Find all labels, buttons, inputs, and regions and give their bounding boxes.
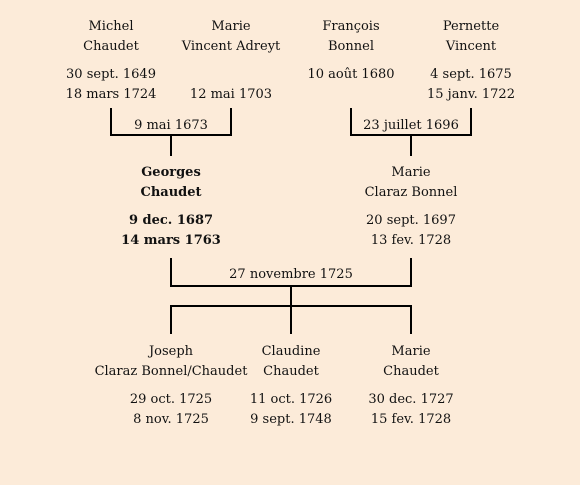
last-name: Chaudet xyxy=(140,185,202,200)
connector-gp-right xyxy=(350,108,472,156)
death-date: 8 nov. 1725 xyxy=(133,412,209,427)
birth-date: 29 oct. 1725 xyxy=(129,392,213,407)
last-name: Vincent xyxy=(445,39,497,54)
first-name: Pernette xyxy=(442,19,500,34)
first-name: Marie xyxy=(391,344,431,359)
connector-parents xyxy=(170,258,412,306)
person-marie-claraz-bonnel: Marie Claraz Bonnel 20 sept. 1697 13 fev… xyxy=(341,163,481,251)
last-name: Chaudet xyxy=(83,39,139,54)
birth-date: 10 août 1680 xyxy=(307,67,395,82)
person-claudine-chaudet: Claudine Chaudet 11 oct. 1726 9 sept. 17… xyxy=(231,342,351,430)
death-date xyxy=(291,85,411,105)
connector-gp-left xyxy=(110,108,232,156)
death-date: 15 fev. 1728 xyxy=(370,412,452,427)
death-date: 14 mars 1763 xyxy=(121,233,221,248)
connector-children xyxy=(170,305,412,334)
birth-date: 20 sept. 1697 xyxy=(366,213,456,228)
birth-date xyxy=(166,65,296,85)
last-name: Chaudet xyxy=(383,364,439,379)
birth-date: 11 oct. 1726 xyxy=(249,392,333,407)
first-name: Georges xyxy=(141,165,201,180)
marriage-date-bonnel: 23 juillet 1696 xyxy=(363,118,459,133)
last-name: Bonnel xyxy=(328,39,374,54)
person-marie-vincent-adreyt: Marie Vincent Adreyt 12 mai 1703 xyxy=(166,17,296,105)
first-name: Michel xyxy=(88,19,134,34)
death-date: 9 sept. 1748 xyxy=(250,412,332,427)
birth-date: 4 sept. 1675 xyxy=(430,67,512,82)
birth-date: 9 dec. 1687 xyxy=(128,213,214,228)
marriage-date-parents: 27 novembre 1725 xyxy=(229,267,353,282)
birth-date: 30 sept. 1649 xyxy=(66,67,156,82)
first-name: Claudine xyxy=(261,344,321,359)
birth-date: 30 dec. 1727 xyxy=(368,392,454,407)
last-name: Chaudet xyxy=(263,364,319,379)
person-pernette-vincent: Pernette Vincent 4 sept. 1675 15 janv. 1… xyxy=(411,17,531,105)
death-date: 18 mars 1724 xyxy=(65,87,157,102)
death-date: 13 fev. 1728 xyxy=(370,233,452,248)
first-name: Marie xyxy=(211,19,251,34)
person-francois-bonnel: François Bonnel 10 août 1680 xyxy=(291,17,411,105)
person-georges-chaudet: Georges Chaudet 9 dec. 1687 14 mars 1763 xyxy=(101,163,241,251)
first-name: Marie xyxy=(391,165,431,180)
person-marie-chaudet: Marie Chaudet 30 dec. 1727 15 fev. 1728 xyxy=(351,342,471,430)
first-name: Joseph xyxy=(148,344,194,359)
person-joseph: Joseph Claraz Bonnel/Chaudet 29 oct. 172… xyxy=(91,342,251,430)
last-name: Claraz Bonnel xyxy=(364,185,458,200)
death-date: 12 mai 1703 xyxy=(189,87,273,102)
last-name: Claraz Bonnel/Chaudet xyxy=(94,364,248,379)
person-michel-chaudet: Michel Chaudet 30 sept. 1649 18 mars 172… xyxy=(51,17,171,105)
death-date: 15 janv. 1722 xyxy=(427,87,515,102)
first-name: François xyxy=(322,19,380,34)
last-name: Vincent Adreyt xyxy=(181,39,281,54)
marriage-date-chaudet: 9 mai 1673 xyxy=(134,118,208,133)
